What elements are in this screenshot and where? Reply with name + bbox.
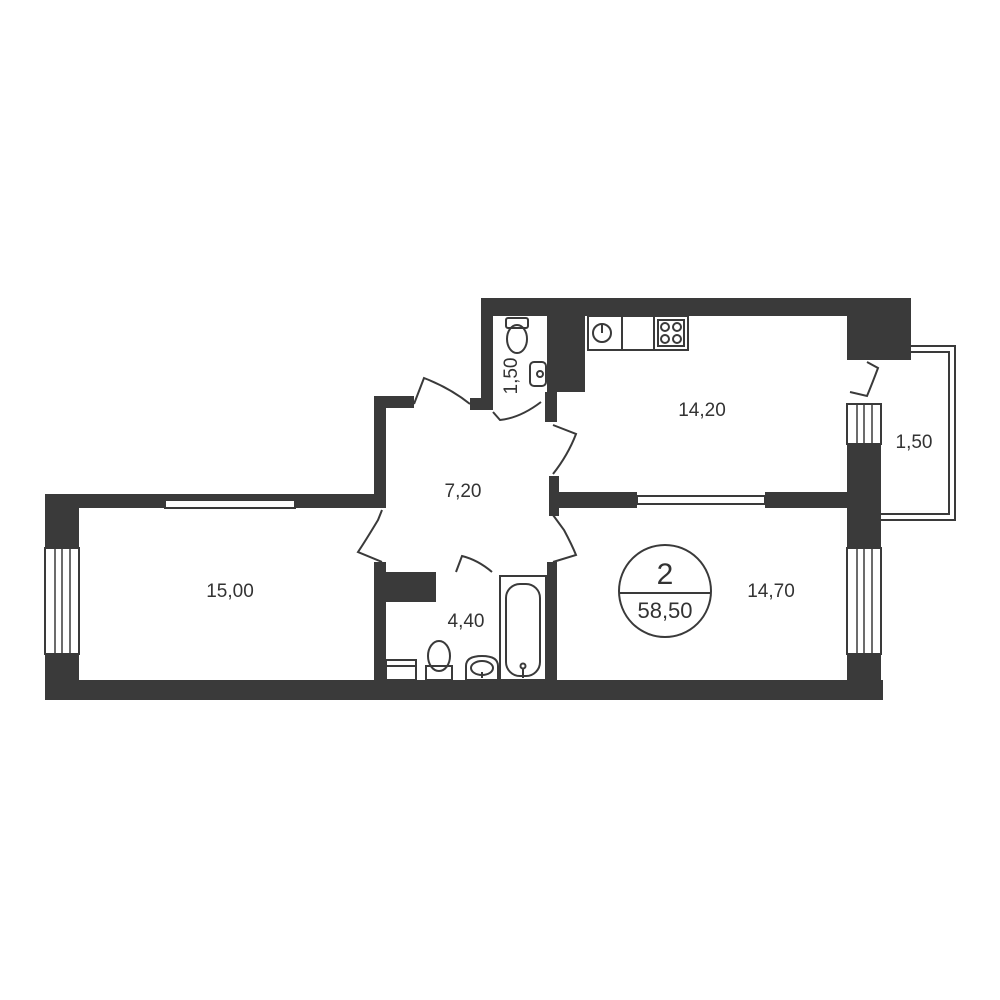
wc-sink-icon (529, 361, 547, 387)
room-area-bathroom: 4,40 (448, 611, 485, 632)
kitchen-counter (621, 315, 655, 351)
kitchen-sink-icon (587, 315, 623, 351)
room-area-bedroom: 14,70 (747, 581, 795, 602)
toilet-icon (425, 640, 453, 681)
room-area-kitchen: 14,20 (678, 400, 726, 421)
balcony (881, 345, 956, 521)
bathtub-icon (499, 575, 547, 681)
stove-icon (653, 315, 689, 351)
room-area-wc: 1,50 (501, 358, 522, 395)
bathroom-sink-icon (465, 654, 499, 681)
total-area: 58,50 (637, 598, 692, 623)
window-kitchen (846, 403, 882, 445)
room-count: 2 (657, 558, 674, 591)
window-left (44, 547, 80, 655)
washing-machine-icon (385, 659, 417, 681)
interior-walls (374, 316, 847, 682)
window-top-left (164, 499, 296, 509)
doors (356, 361, 880, 573)
apartment-badge: 2 58,50 (618, 544, 712, 638)
badge-circle (618, 544, 712, 638)
room-area-balcony: 1,50 (896, 432, 933, 453)
wc-toilet-icon (505, 317, 529, 354)
room-area-living: 15,00 (206, 581, 254, 602)
window-right-bedroom (846, 547, 882, 655)
room-area-hall: 7,20 (445, 481, 482, 502)
